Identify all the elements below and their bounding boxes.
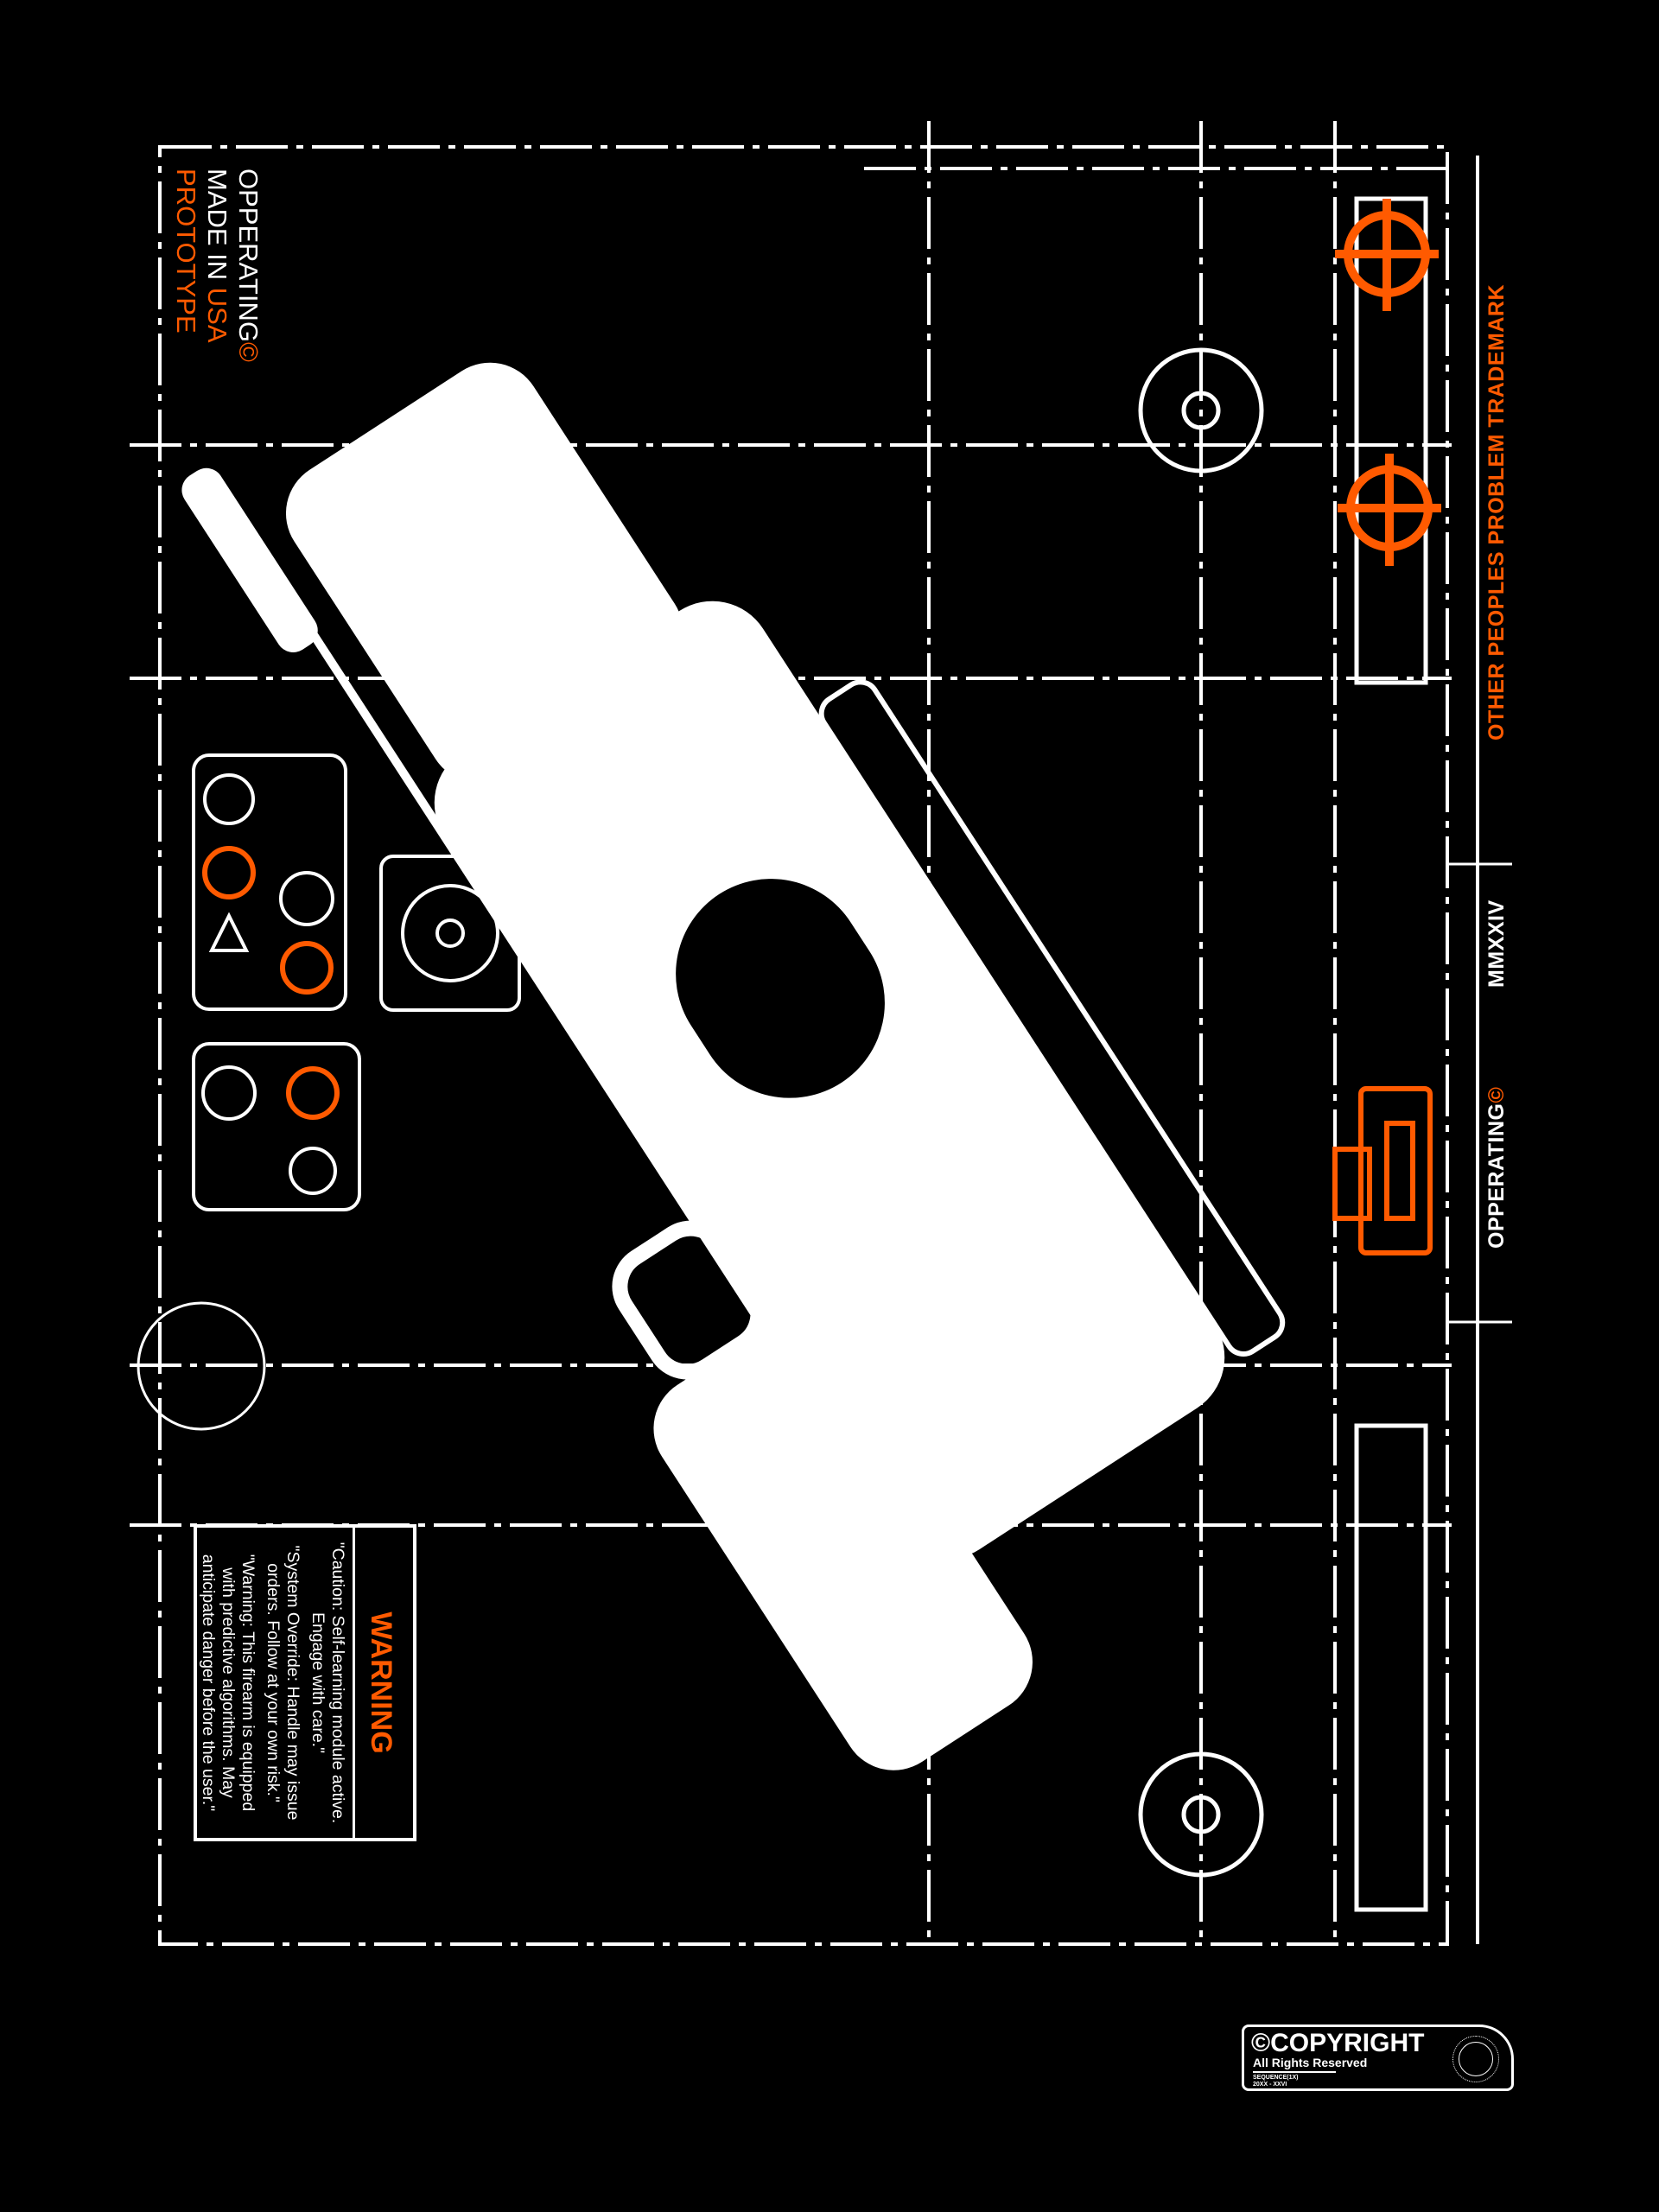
made-in-label: MADE IN [202, 168, 232, 288]
divider [1253, 2071, 1336, 2073]
copyright-title: ©COPYRIGHT [1251, 2029, 1425, 2057]
brand-name: OPPERATING [233, 168, 264, 342]
icon-panel [192, 753, 347, 1011]
warning-line: "Warning: This firearm is equipped with … [199, 1554, 257, 1812]
gear-icon [401, 884, 499, 982]
crosshair-icon [1335, 199, 1439, 311]
country-label: USA [202, 287, 232, 343]
target-icon [201, 1065, 257, 1121]
warning-line: "System Override: Handle may issue order… [264, 1545, 302, 1821]
knife-icon [203, 773, 255, 825]
robot-icon [1332, 1086, 1433, 1255]
year-label: MMXXIV [1484, 899, 1509, 988]
warning-icon [208, 912, 250, 952]
copyright-badge: ©COPYRIGHT All Rights Reserved SEQUENCE(… [1242, 2024, 1514, 2091]
frame-border [158, 145, 1449, 1946]
gear-panel [379, 855, 521, 1012]
sequence-info: SEQUENCE(1X)20XX - XXVI [1253, 2075, 1299, 2088]
brand-name: OPPERATING [1484, 1103, 1509, 1249]
gun-illustration [181, 362, 1286, 1770]
brand-label: OPPERATING© [1484, 1087, 1510, 1249]
trademark-label: OTHER PEOPLES PROBLEM TRADEMARK [1484, 283, 1509, 741]
top-left-label: OPPERATING© MADE IN USA PROTOTYPE [170, 168, 264, 362]
warning-line: "Caution: Self-learning module active. E… [308, 1541, 347, 1824]
warning-title: WARNING [353, 1528, 413, 1838]
copyright-subtitle: All Rights Reserved [1253, 2056, 1368, 2069]
icon-panel [192, 1042, 361, 1211]
crosshair-icon [1338, 454, 1441, 566]
copyright-mark: © [233, 341, 264, 362]
target-icon [279, 871, 334, 926]
seal-icon [1452, 2036, 1499, 2082]
copyright-mark: © [1484, 1086, 1509, 1103]
prohibited-icon [280, 941, 334, 995]
warning-box: WARNING "Caution: Self-learning module a… [194, 1524, 416, 1841]
prototype-label: PROTOTYPE [171, 168, 201, 334]
sequence-label: SEQUENCE(1X) [1253, 2075, 1299, 2081]
prohibited-icon [202, 846, 256, 899]
detail-circle [137, 1301, 266, 1431]
range-label: 20XX - XXVI [1253, 2082, 1287, 2088]
